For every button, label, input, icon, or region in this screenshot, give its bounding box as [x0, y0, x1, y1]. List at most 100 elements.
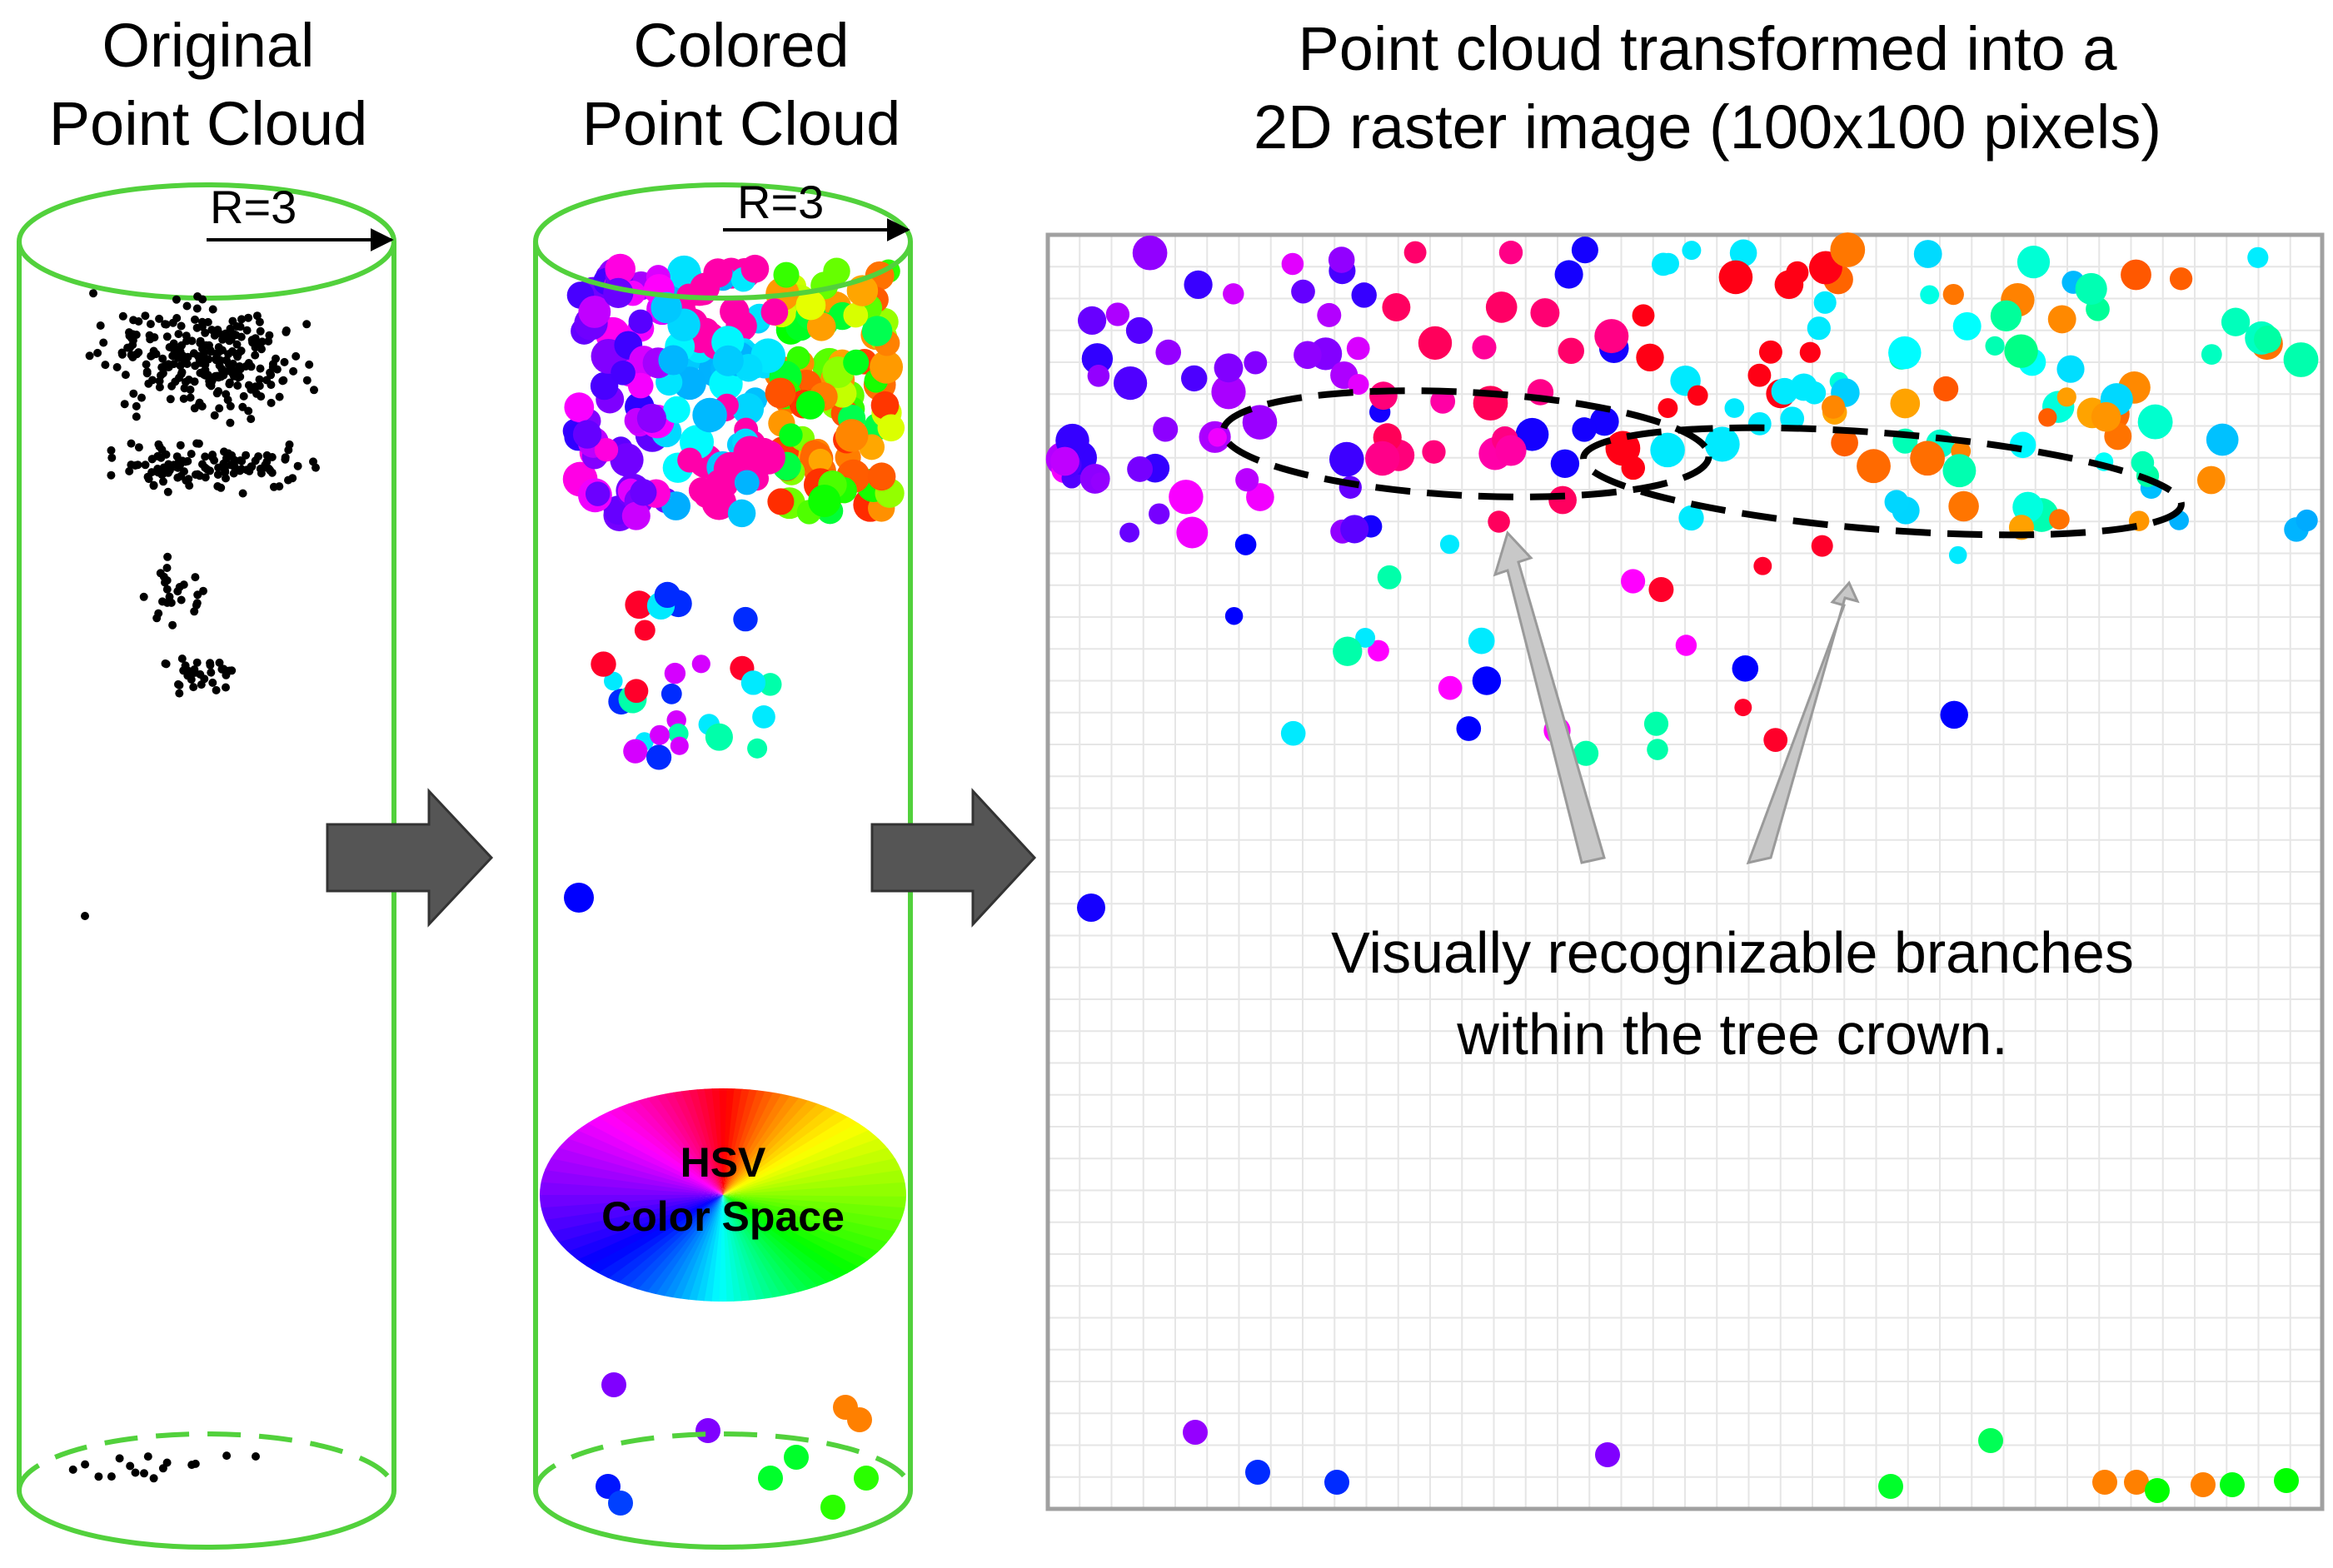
raster-point: [1333, 636, 1363, 666]
raster-point: [2221, 307, 2251, 336]
raster-point: [2145, 1478, 2170, 1503]
cloud-point: [279, 376, 288, 385]
cloud-point: [125, 331, 134, 341]
cloud-point: [125, 466, 134, 475]
cloud-point: [601, 1372, 626, 1397]
raster-point: [1682, 241, 1702, 261]
raster-point: [1223, 283, 1244, 305]
raster-point: [1472, 335, 1497, 360]
raster-point: [1377, 565, 1402, 590]
hsv-wedge: [679, 1088, 723, 1195]
cloud-point: [627, 372, 654, 399]
cloud-point: [650, 724, 670, 745]
cloud-point: [179, 580, 188, 590]
cloud-point: [740, 670, 766, 695]
raster-point: [1632, 304, 1655, 327]
raster-point: [1573, 740, 1599, 766]
raster-point: [1747, 363, 1772, 387]
cloud-point: [128, 353, 137, 361]
raster-point: [1985, 336, 2005, 356]
raster-point: [1933, 376, 1959, 402]
cloud-point: [143, 472, 152, 481]
cloud-point: [257, 345, 266, 354]
cloud-point: [162, 1458, 172, 1467]
pointer-arrow-1: [1493, 530, 1606, 864]
raster-point: [1678, 505, 1704, 531]
raster-point: [2121, 259, 2151, 291]
cloud-point: [302, 320, 312, 329]
cloud-point: [200, 674, 209, 684]
cloud-point: [758, 1466, 783, 1491]
cloud-point: [94, 1472, 103, 1481]
cloud-point: [731, 393, 765, 426]
cloud-point: [162, 585, 172, 594]
raster-point: [1355, 627, 1376, 648]
cloud-point: [226, 418, 235, 427]
cloud-point: [302, 376, 312, 385]
cloud-point: [107, 470, 116, 480]
cloud-point: [251, 351, 260, 360]
cloud-point: [256, 364, 265, 373]
cloud-point: [157, 363, 167, 372]
cloud-point: [147, 351, 156, 361]
title-raster-line1: Point cloud transformed into a: [1298, 14, 2117, 83]
raster-point: [1422, 440, 1446, 464]
cloud-point: [212, 685, 221, 694]
cloud-point: [158, 354, 167, 363]
cloud-point: [608, 1491, 633, 1516]
cloud-point: [623, 739, 648, 764]
cloud-point: [175, 680, 184, 689]
hsv-wedge: [723, 1088, 906, 1195]
cloud-point: [625, 590, 654, 620]
cloud-point: [236, 466, 245, 475]
raster-point: [1621, 569, 1646, 594]
cloud-point: [591, 651, 616, 677]
cloud-point: [234, 373, 243, 382]
cloud-point: [244, 313, 253, 322]
cloud-point: [187, 336, 197, 346]
cloud-point: [164, 360, 173, 369]
raster-point: [1734, 699, 1752, 717]
cloud-point: [219, 665, 228, 674]
cloud-point: [165, 465, 174, 475]
hsv-wedge: [613, 1088, 723, 1195]
cloud-point: [193, 292, 202, 301]
raster-point: [1340, 515, 1369, 544]
raster-point: [1990, 300, 2022, 331]
cloud-point: [740, 254, 770, 283]
cloud-point: [170, 346, 178, 355]
cloud-point: [239, 391, 248, 401]
cloud-point: [186, 386, 195, 394]
cloud-point: [223, 396, 232, 405]
raster-point: [1910, 441, 1945, 476]
cloud-point: [176, 441, 185, 450]
raster-point: [1978, 1428, 2003, 1453]
cloud-point: [720, 296, 750, 327]
cloud-point: [134, 443, 143, 452]
cloud-point: [264, 336, 273, 346]
cloud-point: [132, 412, 141, 421]
raster-point: [1348, 374, 1369, 396]
cloud-point: [221, 467, 230, 476]
raster-point: [2201, 344, 2222, 365]
raster-point: [1281, 252, 1304, 276]
cloud-point: [847, 1407, 872, 1432]
raster-point: [1242, 405, 1278, 440]
raster-point: [2253, 325, 2282, 353]
cloud-point: [212, 355, 222, 364]
cylinder-colored-bottom-back: [533, 1431, 913, 1491]
cloud-point: [196, 358, 205, 367]
cloud-point: [222, 683, 230, 692]
raster-point: [1942, 454, 1977, 488]
cloud-point: [293, 461, 302, 470]
raster-point: [1214, 353, 1244, 383]
raster-point: [1952, 311, 1982, 341]
raster-point: [2283, 342, 2319, 377]
raster-point: [1878, 1474, 1903, 1499]
raster-point: [1153, 416, 1179, 442]
hsv-label-line2: Color Space: [601, 1193, 845, 1240]
cloud-point: [823, 257, 850, 285]
cloud-point: [181, 457, 190, 466]
raster-point: [1920, 285, 1940, 305]
cloud-point: [132, 401, 141, 411]
